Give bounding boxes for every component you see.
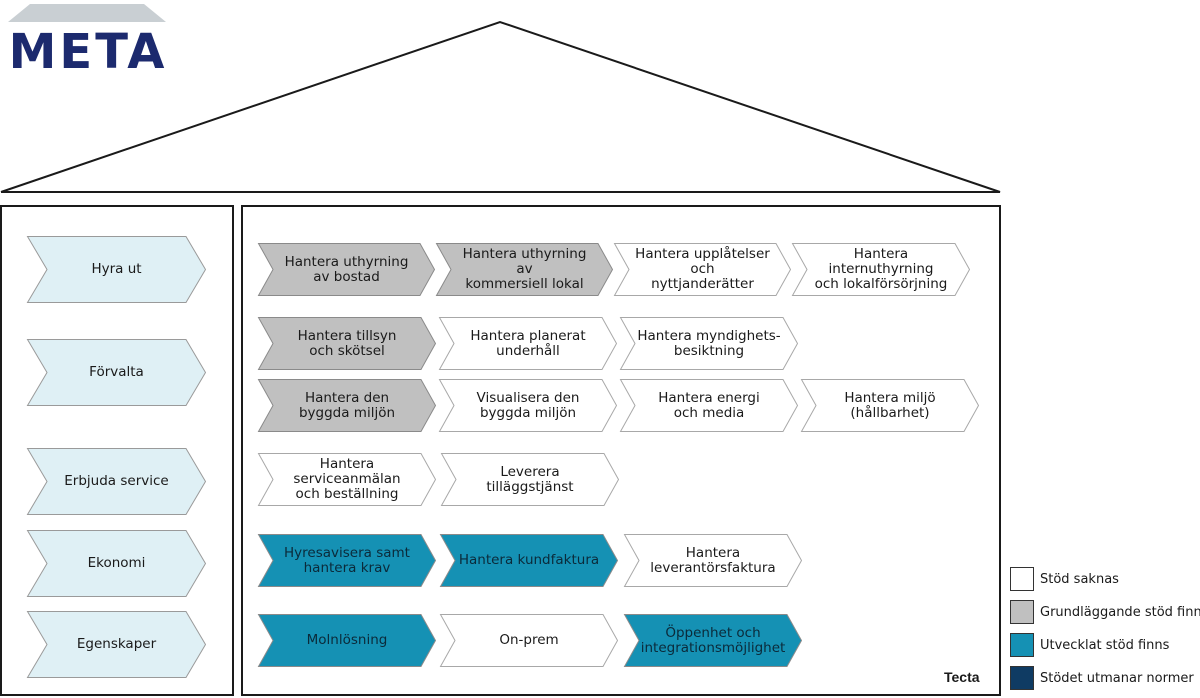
legend-item-grey: Grundläggande stöd finns: [1010, 599, 1200, 625]
capability-r2-c2: Hantera energi och media: [619, 379, 799, 432]
capability-r1-c0: Hantera tillsyn och skötsel: [257, 317, 437, 370]
capability-r2-c0-label: Hantera den byggda miljön: [298, 389, 396, 421]
capability-r0-c0: Hantera uthyrning av bostad: [257, 243, 436, 296]
capability-r5-c0-label: Molnlösning: [306, 632, 388, 648]
category-förvalta-shape: [26, 339, 207, 406]
capability-r1-c0-shape: [257, 317, 437, 370]
category-förvalta-label: Förvalta: [89, 364, 144, 380]
capability-r1-c2: Hantera myndighets- besiktning: [619, 317, 799, 370]
capability-r0-c3: Hantera internuthyrning och lokalförsörj…: [791, 243, 971, 296]
capability-r2-c0: Hantera den byggda miljön: [257, 379, 437, 432]
category-ekonomi: Ekonomi: [26, 530, 207, 597]
capability-r1-c1-label: Hantera planerat underhåll: [470, 327, 586, 359]
capability-r0-c3-shape: [791, 243, 971, 296]
legend-item-dark: Stödet utmanar normer: [1010, 665, 1194, 691]
legend-label: Stöd saknas: [1040, 571, 1119, 587]
capability-r4-c0-label: Hyresavisera samt hantera krav: [284, 544, 410, 576]
category-erbjuda-service: Erbjuda service: [26, 448, 207, 515]
category-ekonomi-shape: [26, 530, 207, 597]
capability-r0-c2-shape: [613, 243, 792, 296]
legend-item-white: Stöd saknas: [1010, 566, 1119, 592]
capability-r4-c1: Hantera kundfaktura: [439, 534, 619, 587]
capability-r0-c1-label: Hantera uthyrning av kommersiell lokal: [462, 246, 587, 292]
capability-r3-c1-label: Leverera tilläggstjänst: [486, 463, 574, 495]
capability-r3-c1: Leverera tilläggstjänst: [440, 453, 620, 506]
capability-r4-c1-label: Hantera kundfaktura: [458, 552, 600, 568]
capability-r4-c2-shape: [623, 534, 803, 587]
category-erbjuda-service-shape: [26, 448, 207, 515]
legend-label: Utvecklat stöd finns: [1040, 637, 1170, 653]
capability-r3-c0-shape: [257, 453, 437, 506]
legend-item-blue: Utvecklat stöd finns: [1010, 632, 1169, 658]
legend-label: Stödet utmanar normer: [1040, 670, 1194, 686]
capability-r2-c2-shape: [619, 379, 799, 432]
capability-r5-c2-shape: [623, 614, 803, 667]
capability-r2-c1: Visualisera den byggda miljön: [438, 379, 618, 432]
capability-r5-c1: On-prem: [439, 614, 619, 667]
legend-label: Grundläggande stöd finns: [1040, 604, 1200, 620]
legend-swatch-dark: [1010, 666, 1034, 690]
capability-r1-c1: Hantera planerat underhåll: [438, 317, 618, 370]
capability-r4-c0-shape: [257, 534, 437, 587]
capability-r1-c1-shape: [438, 317, 618, 370]
meta-logo: META: [6, 2, 168, 84]
capability-r5-c1-label: On-prem: [499, 632, 559, 648]
capability-r3-c0-label: Hantera serviceanmälan och beställning: [293, 456, 401, 502]
capability-r2-c2-label: Hantera energi och media: [658, 389, 760, 421]
capability-r5-c1-shape: [439, 614, 619, 667]
capability-r0-c1-shape: [435, 243, 614, 296]
capability-r3-c1-shape: [440, 453, 620, 506]
category-hyra-ut-label: Hyra ut: [91, 261, 142, 277]
capability-r2-c3: Hantera miljö (hållbarhet): [800, 379, 980, 432]
legend-swatch-white: [1010, 567, 1034, 591]
system-name: Tecta: [944, 669, 980, 685]
capability-r5-c0-shape: [257, 614, 437, 667]
logo-roof-icon: [8, 4, 166, 22]
capability-r1-c2-shape: [619, 317, 799, 370]
capability-r0-c0-shape: [257, 243, 436, 296]
category-egenskaper-label: Egenskaper: [76, 636, 157, 652]
category-ekonomi-label: Ekonomi: [87, 555, 146, 571]
category-hyra-ut-shape: [26, 236, 207, 303]
category-hyra-ut: Hyra ut: [26, 236, 207, 303]
capability-r4-c2: Hantera leverantörsfaktura: [623, 534, 803, 587]
capability-r0-c3-label: Hantera internuthyrning och lokalförsörj…: [814, 246, 948, 292]
capability-r5-c0: Molnlösning: [257, 614, 437, 667]
capability-r0-c2-label: Hantera upplåtelser och nyttjanderätter: [635, 246, 770, 292]
logo-text: META: [8, 24, 168, 80]
legend-swatch-blue: [1010, 633, 1034, 657]
category-förvalta: Förvalta: [26, 339, 207, 406]
capability-r1-c0-label: Hantera tillsyn och skötsel: [297, 327, 397, 359]
capability-r4-c2-label: Hantera leverantörsfaktura: [650, 544, 776, 576]
capability-r0-c2: Hantera upplåtelser och nyttjanderätter: [613, 243, 792, 296]
category-egenskaper: Egenskaper: [26, 611, 207, 678]
house-roof: [0, 20, 1001, 193]
capability-r5-c2-label: Öppenhet och integrationsmöjlighet: [640, 624, 786, 656]
capability-r0-c0-label: Hantera uthyrning av bostad: [284, 253, 409, 285]
capability-r4-c1-shape: [439, 534, 619, 587]
capability-r2-c0-shape: [257, 379, 437, 432]
legend-swatch-grey: [1010, 600, 1034, 624]
capability-r2-c1-shape: [438, 379, 618, 432]
capability-r1-c2-label: Hantera myndighets- besiktning: [637, 327, 781, 359]
capability-r2-c3-label: Hantera miljö (hållbarhet): [844, 389, 936, 421]
category-egenskaper-shape: [26, 611, 207, 678]
capability-r0-c1: Hantera uthyrning av kommersiell lokal: [435, 243, 614, 296]
category-erbjuda-service-label: Erbjuda service: [64, 473, 169, 489]
capability-r4-c0: Hyresavisera samt hantera krav: [257, 534, 437, 587]
capability-r2-c3-shape: [800, 379, 980, 432]
capability-r2-c1-label: Visualisera den byggda miljön: [476, 389, 580, 421]
capability-r5-c2: Öppenhet och integrationsmöjlighet: [623, 614, 803, 667]
capability-r3-c0: Hantera serviceanmälan och beställning: [257, 453, 437, 506]
